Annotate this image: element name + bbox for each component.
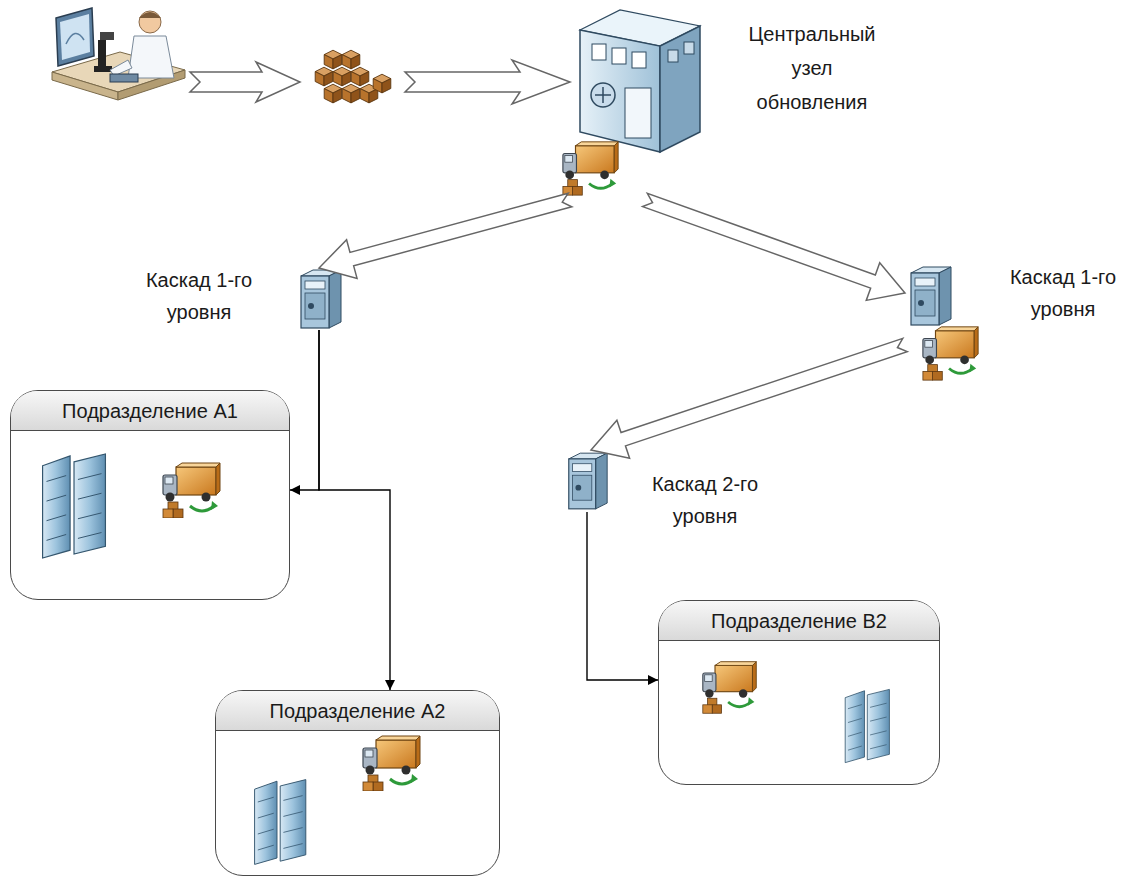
delivery-line	[290, 330, 319, 490]
cascade-server-icon	[911, 267, 951, 325]
building-icon	[580, 10, 700, 152]
server-node: Каскад 1-го уровня	[905, 265, 967, 357]
cascade-server-icon	[569, 453, 607, 509]
cascade-server-icon	[301, 270, 341, 328]
label-holder: Каскад 1-го уровня	[135, 264, 263, 328]
label-holder: Каскад 2-го уровня	[639, 468, 771, 532]
delivery-line	[319, 330, 390, 690]
scientist-illustration	[52, 8, 185, 100]
update-agent-icon	[363, 736, 420, 791]
distribution-arrow	[643, 193, 905, 300]
box-heading: Подразделение A1	[62, 396, 238, 426]
distribution-arrow	[591, 338, 907, 458]
label-holder: Каскад 1-го уровня	[997, 261, 1129, 325]
node-label: Каскад 1-го уровня	[997, 261, 1129, 325]
department-box: Подразделение B2	[658, 600, 940, 785]
update-agent-icon	[163, 463, 220, 518]
node-label: Каскад 2-го уровня	[639, 468, 771, 532]
update-agent-icon	[923, 327, 978, 380]
server-node: Каскад 1-го уровня	[293, 268, 345, 330]
distribution-arrow	[319, 193, 572, 278]
box-header: Подразделение A1	[11, 391, 289, 431]
update-agent-icon	[563, 142, 618, 195]
box-heading: Подразделение A2	[270, 696, 446, 726]
server-node: Центральный узел обновления	[560, 15, 705, 200]
node-label: Каскад 1-го уровня	[135, 264, 263, 328]
department-box: Подразделение A1	[10, 390, 290, 600]
package-pile	[315, 50, 391, 103]
server-rack-icon	[255, 780, 306, 865]
department-box: Подразделение A2	[215, 690, 500, 876]
delivery-line	[587, 512, 658, 680]
box-header: Подразделение A2	[216, 691, 499, 731]
node-label: Центральный узел обновления	[747, 17, 877, 119]
box-heading: Подразделение B2	[711, 606, 887, 636]
server-rack-icon	[845, 689, 889, 762]
label-holder: Центральный узел обновления	[747, 17, 877, 119]
server-node: Каскад 2-го уровня	[563, 450, 611, 512]
box-header: Подразделение B2	[659, 601, 939, 641]
update-agent-icon	[703, 662, 756, 714]
flow-arrow	[190, 60, 570, 104]
server-rack-icon	[43, 454, 106, 558]
